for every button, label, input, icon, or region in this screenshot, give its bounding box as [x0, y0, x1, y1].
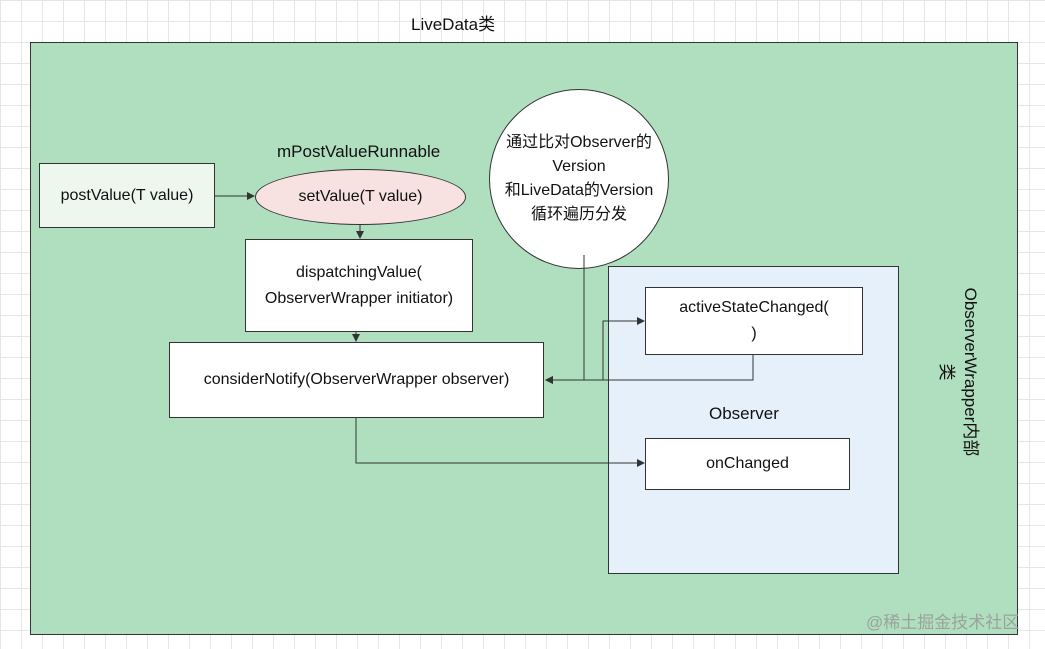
- post-value-label: postValue(T value): [60, 186, 194, 204]
- on-changed-label: onChanged: [706, 455, 789, 472]
- note-line-4: 循环遍历分发: [530, 206, 627, 223]
- outer-title: LiveData类: [411, 15, 496, 34]
- active-state-line1: activeStateChanged(: [679, 299, 829, 316]
- consider-notify-label: considerNotify(ObserverWrapper observer): [203, 371, 510, 388]
- set-value-label: setValue(T value): [298, 188, 423, 205]
- note-line-1: 通过比对Observer的: [506, 134, 652, 151]
- dispatching-label-line1: dispatchingValue(: [295, 263, 422, 281]
- active-state-changed-box: activeStateChanged( ): [645, 287, 863, 355]
- runnable-label: mPostValueRunnable: [277, 142, 441, 161]
- post-value-box: postValue(T value): [39, 163, 215, 228]
- version-note-circle: 通过比对Observer的 Version 和LiveData的Version …: [489, 89, 669, 269]
- consider-notify-box: considerNotify(ObserverWrapper observer): [169, 342, 544, 418]
- arrow-consider-to-active: [602, 317, 645, 380]
- arrow-active-to-consider: [545, 355, 754, 384]
- dispatching-label-line2: ObserverWrapper initiator): [264, 289, 454, 307]
- on-changed-box: onChanged: [645, 438, 850, 490]
- note-line-3: 和LiveData的Version: [504, 182, 654, 199]
- arrow-note-to-consider: [545, 255, 585, 384]
- watermark: @稀土掘金技术社区: [866, 613, 1020, 632]
- observer-label: Observer: [709, 404, 779, 423]
- note-line-2: Version: [552, 158, 606, 175]
- active-state-line2: ): [751, 325, 757, 342]
- set-value-ellipse: setValue(T value): [255, 169, 466, 225]
- arrow-consider-to-onchanged: [355, 418, 645, 467]
- dispatching-value-box: dispatchingValue( ObserverWrapper initia…: [245, 239, 473, 332]
